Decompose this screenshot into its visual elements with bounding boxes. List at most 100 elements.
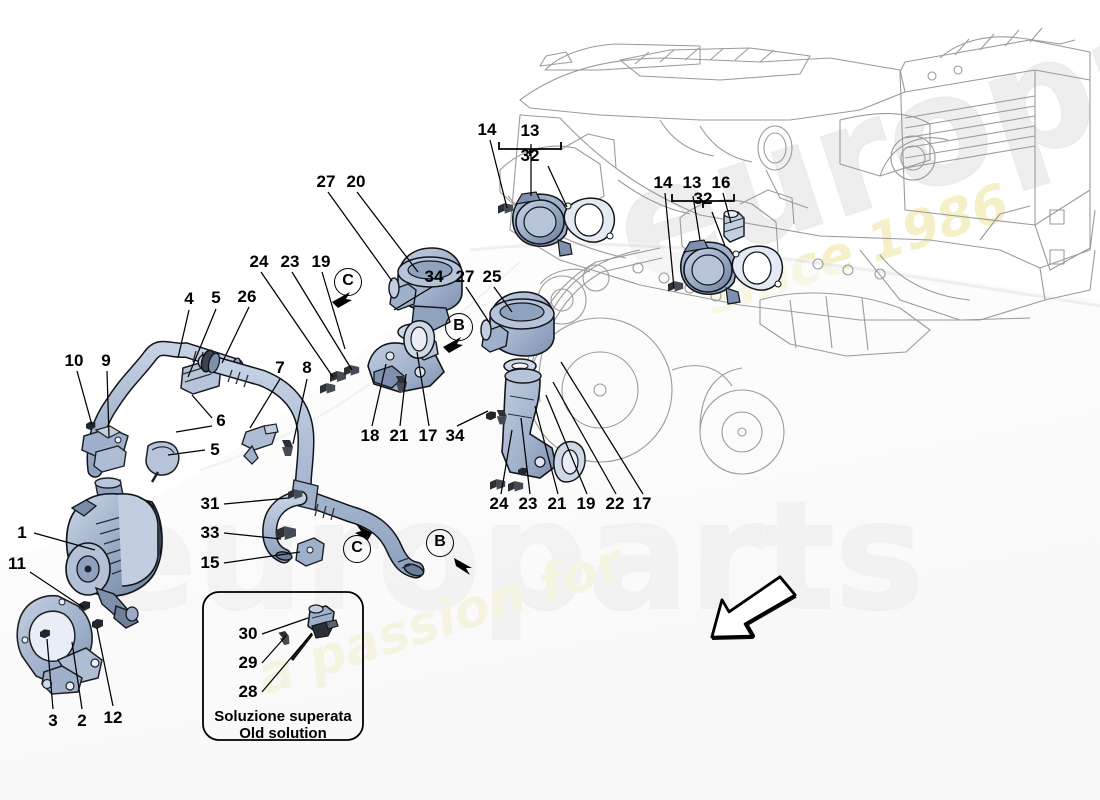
leader-l16 [722,192,732,224]
leader-l8 [292,378,308,445]
hose-clamp-5b [145,441,180,483]
callout-c1: 1 [17,523,27,542]
inset-caption-it: Soluzione superata [214,707,352,725]
leader-l23b [520,417,531,495]
callout-c7: 7 [275,358,285,377]
callout-c19a: 19 [311,252,331,271]
callout-c16: 16 [711,173,731,192]
leader-l14a [489,139,508,209]
leader-l14b [664,192,675,289]
callout-c11: 11 [8,554,26,573]
callout-c13b: 13 [682,173,702,192]
callout-c23a: 23 [280,252,300,271]
leader-l2 [71,641,83,710]
callout-c21b: 21 [547,494,567,513]
callout-c17a: 17 [418,426,438,445]
callout-c14a: 14 [477,120,497,139]
callout-c13a: 13 [520,121,540,140]
callout-c14b: 14 [653,173,673,192]
leader-l10 [76,370,93,426]
callout-c26: 26 [237,287,257,306]
section-arrows [332,292,472,575]
leader-l13b [692,195,701,241]
leader-l27b [465,286,490,323]
leader-l7 [249,378,281,429]
callout-c34a: 34 [424,267,444,286]
callout-c3: 3 [48,711,58,730]
callout-c20: 20 [346,172,366,191]
callout-c33: 33 [200,523,220,542]
inset-callout-28: 28 [238,682,258,701]
callout-c9: 9 [101,351,111,370]
small-pipe-7 [241,423,293,465]
leader-l3 [46,638,54,710]
leader-l24b [500,429,513,495]
leader-l21b [534,405,559,495]
leader-l17a [416,351,430,427]
leader-l6a [191,394,213,419]
leader-l19b [545,394,588,495]
callout-c8: 8 [302,358,312,377]
leader-l9 [106,370,110,438]
leader-l24a [260,271,334,378]
leader-l18 [371,363,387,427]
callout-c12: 12 [103,708,123,727]
callout-c5a: 5 [211,288,221,307]
callout-bracket-32-left [498,142,562,156]
callout-c25: 25 [482,267,502,286]
engine-air-valve-left [498,191,616,257]
callout-c15: 15 [200,553,220,572]
leader-l11 [29,571,85,609]
bracket-label-32-left: 32 [520,146,540,165]
callout-c31: 31 [200,494,220,513]
hose-branch-c [262,490,308,564]
pump-bracket [16,594,103,695]
leader-l34b [456,410,489,427]
air-pump-assembly [65,477,163,629]
leader-lines [29,139,732,710]
inset-callout-29: 29 [238,653,258,672]
leader-l34a [393,286,433,311]
leader-l22 [552,381,617,495]
leader-l20 [356,191,419,273]
callout-c21a: 21 [389,426,409,445]
air-valve-upper [320,247,463,394]
callout-c22: 22 [605,494,625,513]
leader-l4 [177,309,190,359]
callout-c17b: 17 [632,494,652,513]
callout-c19b: 19 [576,494,596,513]
inset-caption: Soluzione superata Old solution [214,708,352,743]
air-valve-lower [480,291,586,492]
old-solution-inset-box [202,591,364,741]
callout-c6: 6 [216,411,226,430]
leader-l12 [96,627,114,707]
callout-c23b: 23 [518,494,538,513]
leader-l25 [493,286,513,313]
callout-bracket-32-right [671,194,735,208]
leader-l27a [327,191,393,282]
orientation-arrow [710,575,797,640]
callout-c4: 4 [184,289,194,308]
callout-c18: 18 [360,426,380,445]
callout-c24b: 24 [489,494,509,513]
engine-air-valve-right [668,209,784,305]
leader-l31 [223,497,289,505]
inset-caption-en: Old solution [239,725,327,742]
section-marker-marker-c-upper: C [334,268,362,296]
leader-l33 [223,532,282,540]
callout-c5b: 5 [210,440,220,459]
section-marker-marker-c-lower: C [343,535,371,563]
section-marker-marker-b-upper: B [445,313,473,341]
callout-c10: 10 [64,351,84,370]
callout-c24a: 24 [249,252,269,271]
callout-c27a: 27 [316,172,336,191]
callout-c27b: 27 [455,267,475,286]
leader-l5b [167,449,206,456]
leader-l26 [221,306,250,364]
leader-l6b [175,425,213,433]
inset-callout-30: 30 [238,624,258,643]
leader-l32a [547,165,568,208]
leader-l21a [399,373,407,427]
bracket-label-32-right: 32 [693,189,713,208]
